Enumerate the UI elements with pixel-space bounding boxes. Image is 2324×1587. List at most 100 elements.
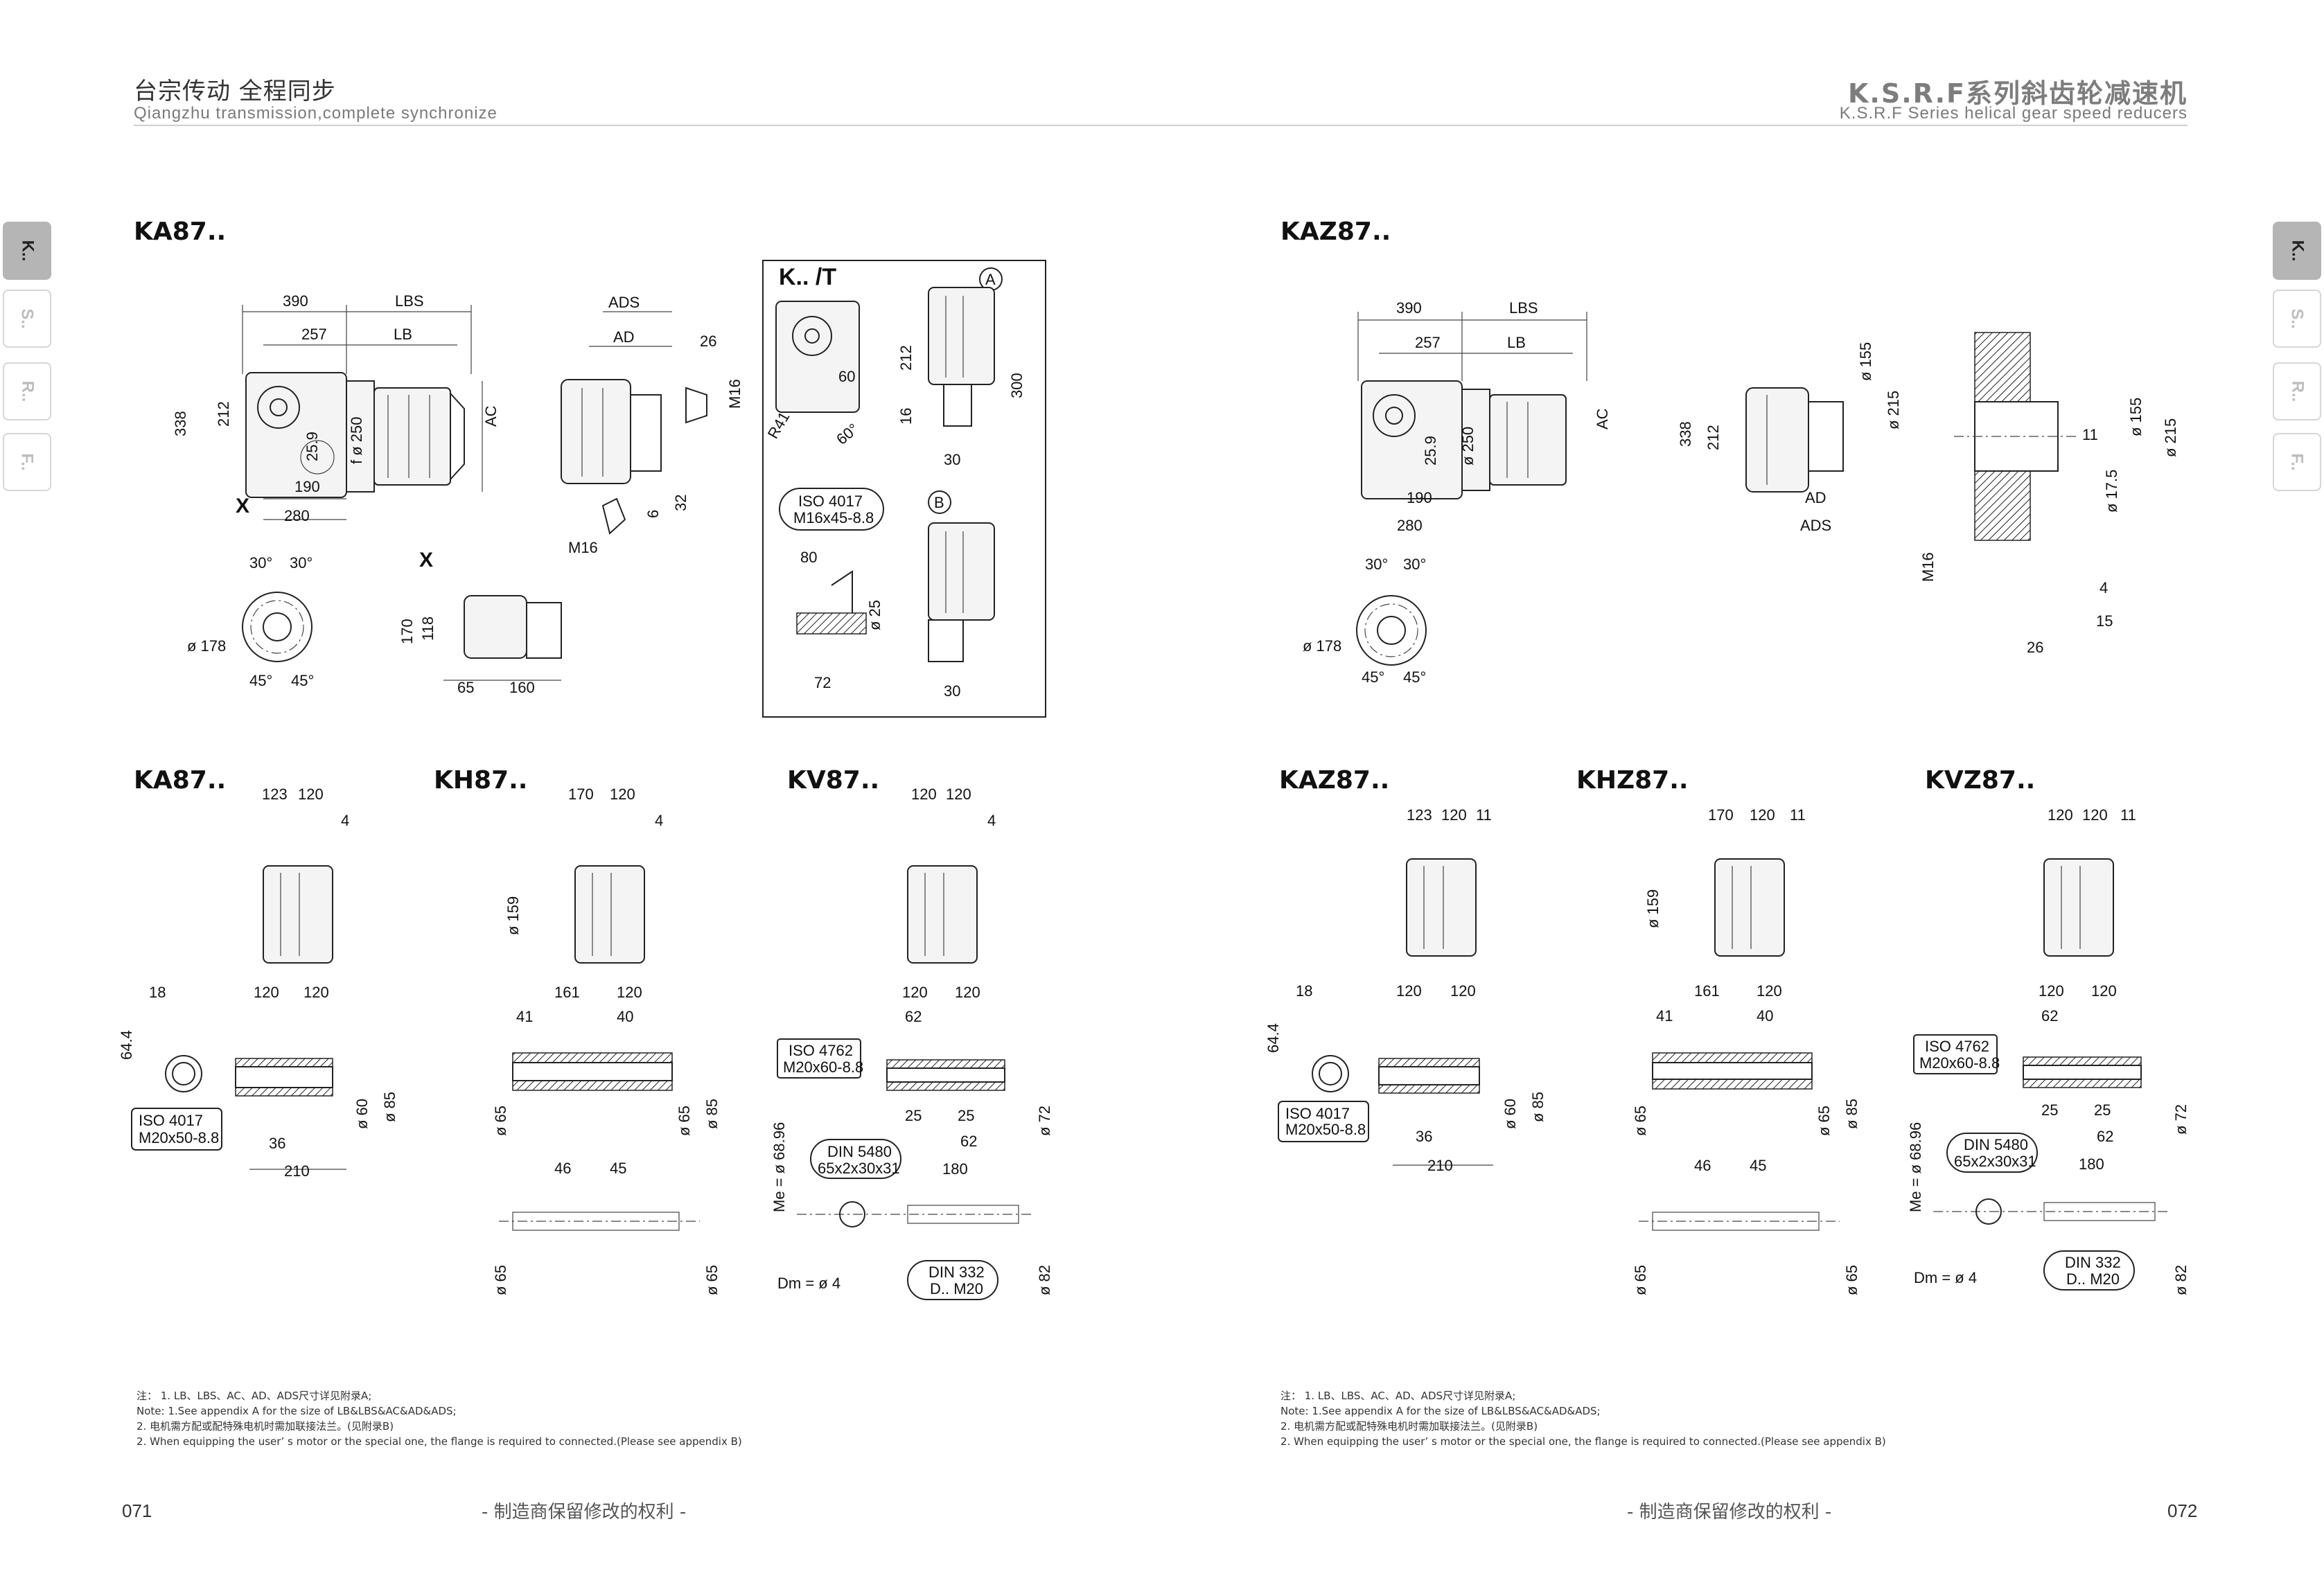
model-ka87: KA87.. [134,766,227,795]
dim-kt-25: ø 25 [866,600,883,630]
dim-ka-210: 210 [284,1162,310,1180]
kv-din2-size: D.. M20 [930,1280,983,1297]
khz87-shrink-disk-drawing: 170 120 11 ø 159 161 120 41 40 ø 65 ø 65… [1632,806,1860,1295]
dim-kaz-30b: 30° [1403,556,1426,573]
kaz-iso-bolt-size: M20x50-8.8 [1285,1121,1366,1138]
side-tab-k-left[interactable]: K.. [3,222,51,280]
side-tab-s-right[interactable]: S.. [2273,290,2321,348]
dim-kvz-82: ø 82 [2172,1265,2190,1295]
left-note-1-cn: 注： 1. LB、LBS、AC、AD、ADS尺寸详见附录A; [137,1390,372,1402]
right-note-1-en: Note: 1.See appendix A for the size of L… [1280,1405,1601,1417]
dim-kvz-dm: Dm = ø 4 [1914,1269,1977,1286]
dim-m16b: M16 [568,539,598,556]
dim-190: 190 [294,478,320,495]
kvz-iso-bolt-size: M20x60-8.8 [1919,1054,2000,1072]
dim-kt-30a: 30 [944,451,960,468]
dim-kaz-190: 190 [1407,489,1432,506]
model-kh87: KH87.. [434,766,528,795]
dim-kaz-15: 15 [2096,612,2113,630]
header-rule [134,125,2187,126]
model-kaz87-top: KAZ87.. [1280,218,1391,246]
dim-kvz-25a: 25 [2041,1101,2058,1119]
side-tab-f-left[interactable]: F.. [3,433,51,491]
side-tab-f-right[interactable]: F.. [2273,433,2321,491]
detail-b-label: B [934,494,944,511]
kvz-iso-bolt: ISO 4762 [1925,1038,1989,1055]
dim-kaz-178: ø 178 [1303,637,1341,655]
dim-lb: LB [394,326,412,343]
dim-kv-62b: 62 [960,1133,977,1150]
dim-118: 118 [419,617,437,641]
dim-kvz-me: Me = ø 68.96 [1907,1122,1924,1212]
dim-kaz-lb: LB [1507,334,1526,351]
dim-khz-65b: ø 65 [1815,1106,1833,1136]
model-kv87: KV87.. [787,766,880,795]
dim-kaz-215b: ø 215 [2162,418,2179,457]
dim-f250: f ø 250 [348,417,365,464]
ka87-main-drawing: 390 LBS 257 LB 212 338 25.9 f ø 250 AC 1… [172,292,743,696]
kaz87-hollow-shaft-drawing: 123 120 11 18 64.4 120 120 ISO 4017 M20x… [1265,806,1547,1174]
side-tab-r-right[interactable]: R.. [2273,362,2321,420]
dim-kaz-155b: ø 155 [2127,398,2145,436]
side-tab-k-right[interactable]: K.. [2273,222,2321,280]
dim-kaz-45b: 45° [1403,668,1426,686]
dim-lbs: LBS [395,292,424,310]
dim-kh-65c: ø 65 [492,1265,509,1295]
dim-kvz-180: 180 [2079,1155,2104,1173]
dim-kvz-120a: 120 [2048,806,2073,824]
dim-kt-72: 72 [814,674,831,691]
dim-26: 26 [700,333,716,350]
dim-kt-16: 16 [897,408,915,425]
dim-kh-120a: 120 [617,984,642,1001]
dim-kv-120a: 120 [911,786,937,803]
dim-khz-85: ø 85 [1843,1099,1860,1129]
dim-ad: AD [613,328,635,346]
kvz87-spline-drawing: 120 120 11 120 120 62 ISO 4762 M20x60-8.… [1907,806,2190,1295]
header-series-subtitle: K.S.R.F Series helical gear speed reduce… [1839,104,2187,123]
left-notes: 注： 1. LB、LBS、AC、AD、ADS尺寸详见附录A; Note: 1.S… [137,1388,742,1449]
dim-kh-65d: ø 65 [703,1265,721,1295]
dim-kaz-17-5: ø 17.5 [2103,470,2120,513]
kv-din2: DIN 332 [928,1264,985,1281]
dim-ac: AC [482,405,500,427]
dim-kh-161: 161 [554,984,580,1001]
left-note-2-en: 2. When equipping the user’ s motor or t… [137,1435,742,1448]
dim-6: 6 [644,510,662,518]
dim-ka-4: 4 [341,812,349,829]
kt-iso-bolt: ISO 4017 [798,493,863,510]
side-tab-s-left[interactable]: S.. [3,290,51,348]
dim-khz-65a: ø 65 [1632,1106,1649,1136]
dim-kt-212: 212 [897,345,915,371]
dim-kvz-62b: 62 [2097,1128,2113,1145]
dim-338: 338 [172,411,189,436]
dim-kaz-280: 280 [1397,517,1423,534]
dim-kaz-120: 120 [1441,806,1467,824]
kvz-din1: DIN 5480 [1964,1136,2028,1153]
left-note-1-en: Note: 1.See appendix A for the size of L… [137,1405,457,1417]
ka87-hollow-shaft-drawing: 123 120 4 18 64.4 120 120 ISO 4017 M20x5… [118,786,398,1180]
left-note-2-cn: 2. 电机需方配或配特殊电机时需加联接法兰。(见附录B) [137,1420,394,1433]
dim-kh-120: 120 [610,786,635,803]
dim-kvz-120b: 120 [2082,806,2108,824]
dim-kh-65b: ø 65 [676,1106,693,1136]
dim-khz-170: 170 [1708,806,1734,824]
dim-khz-120a: 120 [1757,982,1782,1000]
dim-kvz-72: ø 72 [2172,1104,2190,1135]
dim-kt-r41: R41 [764,409,793,441]
footer-right: - 制造商保留修改的权利 - [1627,1502,1832,1523]
dim-kh-40: 40 [617,1008,633,1025]
dim-kvz-120c: 120 [2039,982,2064,1000]
dim-kv-120b: 120 [946,786,971,803]
dim-kaz-18: 18 [1296,982,1312,1000]
dim-kaz-155: ø 155 [1857,342,1874,381]
dim-kaz-212: 212 [1705,425,1722,450]
footer-left: - 制造商保留修改的权利 - [482,1502,687,1523]
dim-kv-dm: Dm = ø 4 [777,1275,840,1292]
dim-khz-120: 120 [1750,806,1775,824]
dim-kaz-36: 36 [1416,1128,1432,1145]
kh87-shrink-disk-drawing: 170 120 4 ø 159 161 120 41 40 ø 65 ø 65 … [492,786,721,1295]
dim-kv-82: ø 82 [1036,1265,1053,1295]
side-tab-r-left[interactable]: R.. [3,362,51,420]
right-note-1-cn: 注： 1. LB、LBS、AC、AD、ADS尺寸详见附录A; [1280,1390,1516,1402]
kaz87-main-drawing: 390 LBS 257 LB 25.9 ø 250 AC 190 280 338… [1303,299,2179,686]
